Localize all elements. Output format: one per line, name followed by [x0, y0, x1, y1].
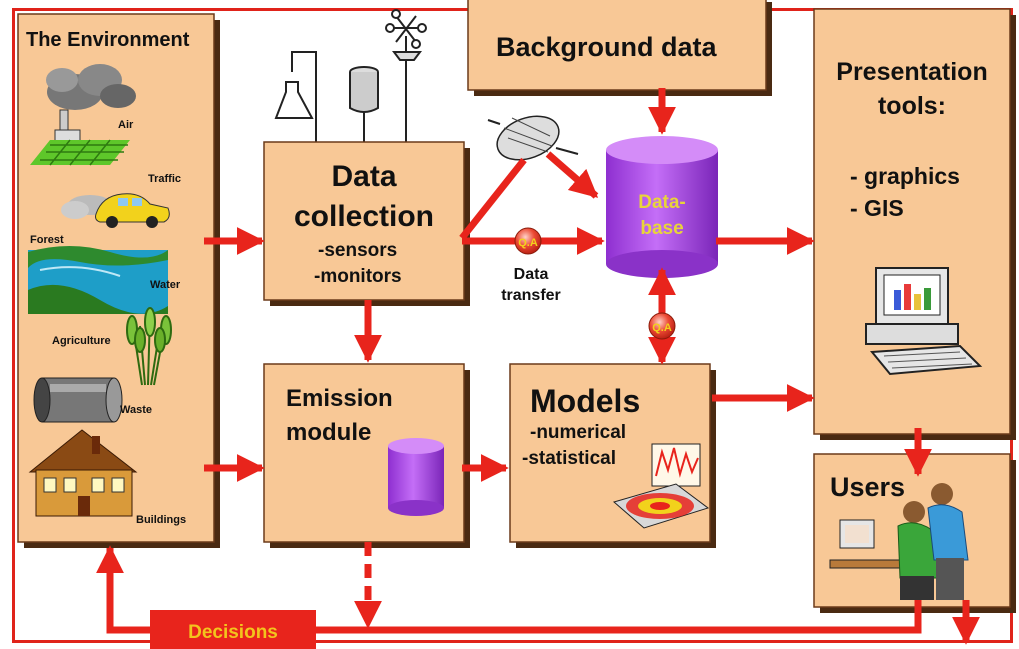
waste-icon — [33, 377, 123, 423]
agriculture-icon — [126, 307, 172, 386]
decisions-label: Decisions — [188, 622, 278, 643]
users-title: Users — [830, 472, 905, 502]
qa-transfer-label: Q.A — [518, 237, 538, 249]
forest-label: Forest — [30, 234, 64, 246]
sensor-instruments-icon — [274, 9, 427, 148]
sensors-label: -sensors — [318, 240, 397, 261]
arrow-users-to-decisions — [316, 600, 922, 634]
air-icon — [30, 64, 136, 166]
qa-database-label: Q.A — [652, 322, 672, 334]
environment-title: The Environment — [26, 29, 190, 51]
database-cylinder: Data- base — [606, 136, 718, 278]
satellite-icon — [487, 115, 579, 161]
background-data-box: Background data — [467, 0, 767, 91]
background-data-title: Background data — [496, 32, 718, 62]
traffic-label: Traffic — [148, 173, 181, 185]
emission-module-box: Emission module — [263, 363, 465, 543]
data-transfer-label-2: transfer — [501, 287, 561, 304]
water-icon — [28, 246, 168, 314]
water-label: Water — [150, 279, 181, 291]
data-transfer-label-1: Data — [514, 266, 549, 283]
emission-database-icon — [388, 438, 444, 516]
database-label-1: Data- — [638, 192, 686, 213]
presentation-title-1: Presentation — [836, 58, 987, 86]
arrow-satellite-to-database — [545, 151, 599, 199]
qa-transfer-badge: Q.A — [514, 227, 542, 255]
users-box: Users — [813, 453, 1011, 608]
monitors-label: -monitors — [314, 266, 402, 287]
decisions-box: Decisions — [150, 610, 316, 649]
data-collection-title-1: Data — [331, 160, 396, 193]
waste-label: Waste — [120, 404, 152, 416]
buildings-label: Buildings — [136, 514, 186, 526]
model-output-icon — [612, 443, 710, 529]
data-collection-title-2: collection — [294, 200, 434, 233]
database-label-2: base — [640, 218, 683, 239]
gis-label: - GIS — [850, 195, 904, 221]
models-box: Models -numerical -statistical — [509, 363, 711, 543]
presentation-title-2: tools: — [878, 92, 946, 120]
people-at-computer-icon — [829, 483, 969, 600]
statistical-label: -statistical — [522, 448, 616, 469]
arrow-collection-to-satellite — [459, 157, 527, 241]
environment-box: The Environment Air — [17, 13, 215, 543]
buildings-icon — [28, 429, 138, 517]
models-title: Models — [530, 383, 640, 419]
emission-title-1: Emission — [286, 385, 393, 412]
graphics-label: - graphics — [850, 163, 960, 189]
data-collection-box: Data collection -sensors -monitors — [263, 141, 465, 301]
emission-title-2: module — [286, 419, 371, 446]
flow-arrows — [96, 88, 980, 645]
air-label: Air — [118, 119, 134, 131]
numerical-label: -numerical — [530, 422, 626, 443]
presentation-tools-box: Presentation tools: - graphics - GIS — [813, 8, 1011, 435]
computer-icon — [865, 267, 983, 376]
qa-database-badge: Q.A — [648, 312, 676, 340]
traffic-icon — [61, 193, 170, 228]
arrow-decisions-to-environment — [96, 545, 150, 634]
agriculture-label: Agriculture — [52, 335, 111, 347]
